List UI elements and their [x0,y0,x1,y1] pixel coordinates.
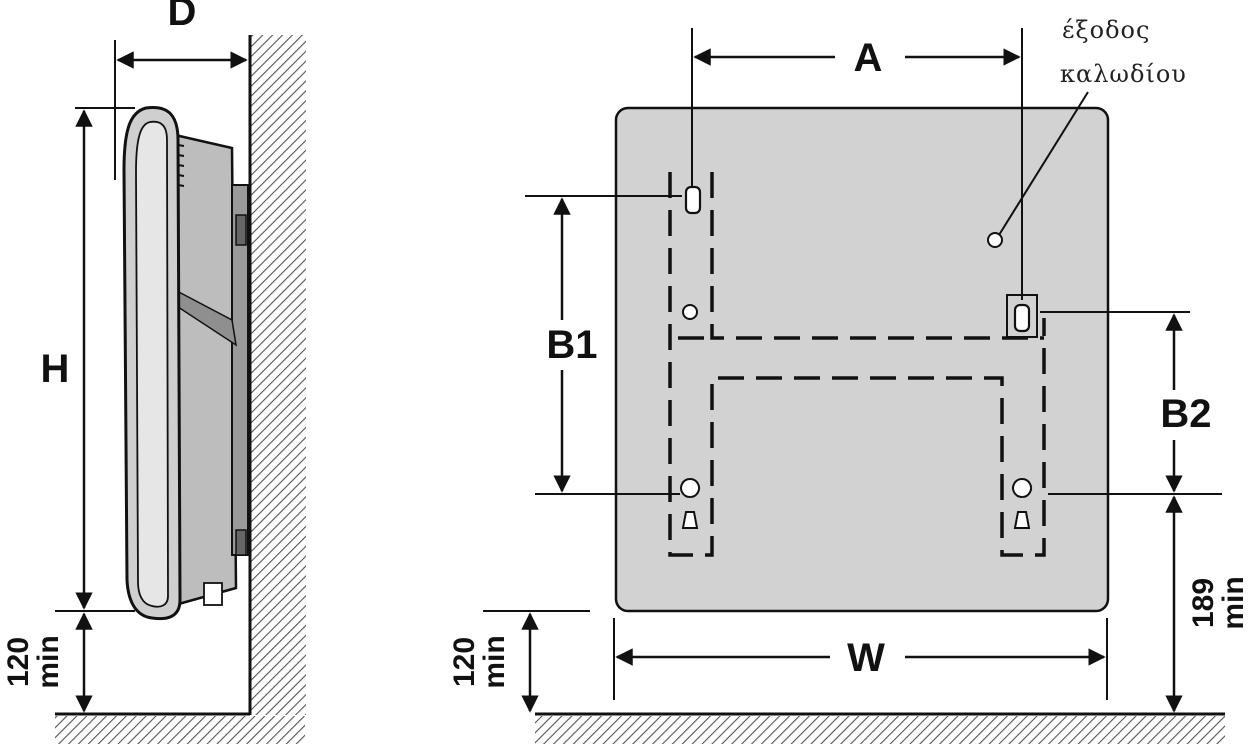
side-clearance-value: 120 [2,637,35,687]
hook-clearance-value: 189 [1187,578,1220,628]
keyhole-left [680,478,701,529]
b2-label: B2 [1160,392,1211,436]
keyhole-right [1012,478,1033,529]
cable-exit-label-line1: έξοδος [1062,16,1150,44]
front-view: A έξοδος καλωδίου B1 B2 189 min W [448,16,1249,744]
floor-hatch-side [55,716,305,744]
mounting-bracket-outline [668,172,1046,557]
cable-exit-label-line2: καλωδίου [1060,60,1187,88]
hook-clearance-unit: min [1217,576,1249,629]
h-label: H [41,347,70,391]
b1-label: B1 [546,323,597,367]
top-slot-left [684,185,702,215]
side-view: D H 120 min [2,0,306,744]
floor-hatch-front [535,716,1225,744]
w-label: W [847,636,885,680]
wall-hatch [250,35,306,715]
cable-exit-hole [987,232,1003,248]
cable-exit-leader [998,91,1089,236]
screw-hole-left [682,304,698,320]
heater-side-profile [122,105,249,621]
a-label: A [854,36,883,80]
front-clearance-unit: min [478,635,511,688]
top-slot-right [1013,303,1031,333]
side-clearance-unit: min [32,635,65,688]
front-clearance-value: 120 [448,637,481,687]
d-label: D [168,0,197,34]
heater-front-panel [614,106,1110,613]
